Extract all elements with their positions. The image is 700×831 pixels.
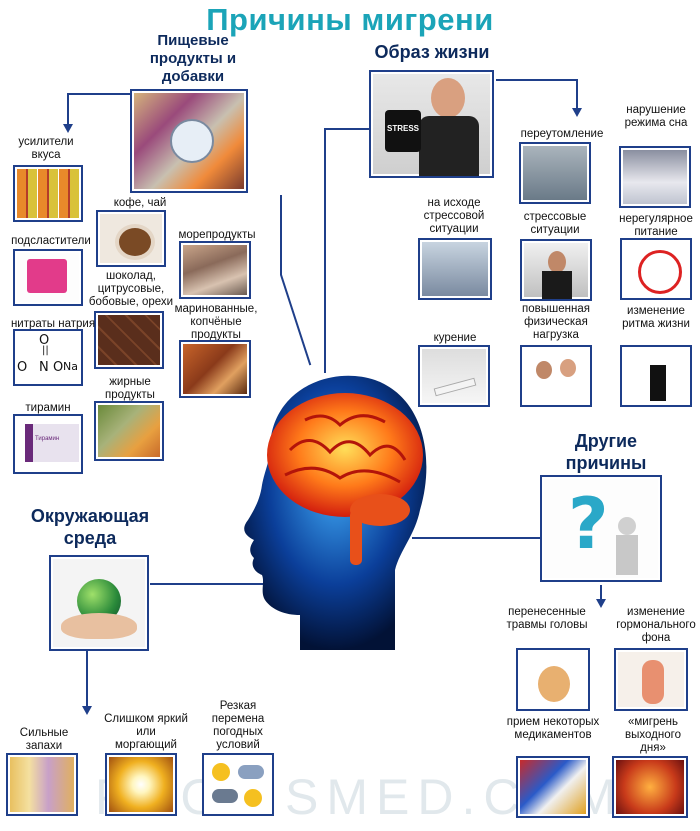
life-arrow-h <box>496 79 578 81</box>
food-fatty-label: жирные продукты <box>105 376 155 401</box>
food-heading: Пищевые продукты и добавки <box>149 32 237 85</box>
lifestyle-irregular-food-label: нерегулярное питание <box>619 213 693 238</box>
connector-food-2 <box>280 274 312 366</box>
food-collage-image <box>130 89 248 193</box>
other-hormones-image <box>614 648 688 711</box>
lifestyle-physical-label: повышенная физическая нагрузка <box>522 303 590 341</box>
brain-head-illustration <box>210 360 450 650</box>
food-seafood-image <box>179 241 251 299</box>
food-marinated-image <box>179 340 251 398</box>
lifestyle-irregular-food-image <box>620 238 692 300</box>
food-coffee-label: кофе, чай <box>113 197 167 209</box>
mug-stress-text: STRESS <box>386 124 419 133</box>
lifestyle-stress-label: стрессовые ситуации <box>523 211 587 236</box>
nitrate-formula: O || O N O Na <box>17 333 78 375</box>
other-weekend-label: «мигрень выходного дня» <box>625 716 681 754</box>
food-arrow-line-h <box>67 93 130 95</box>
lifestyle-smoking-image <box>418 345 490 407</box>
other-heading: Другие причины <box>565 431 647 473</box>
food-flavor-label: усилители вкуса <box>18 136 74 161</box>
food-seafood-label: морепродукты <box>178 229 256 241</box>
env-arrow-v <box>86 650 88 708</box>
environment-smells-image <box>6 753 78 816</box>
page-title: Причины мигрени <box>206 2 494 37</box>
lifestyle-overwork-label: переутомление <box>520 128 604 140</box>
environment-weather-image <box>202 753 274 816</box>
environment-heading: Окружающая среда <box>30 506 150 548</box>
food-arrow-line-v <box>67 93 69 125</box>
food-fatty-image <box>94 401 164 461</box>
connector-food <box>280 195 282 275</box>
lifestyle-rhythm-label: изменение ритма жизни <box>622 305 690 330</box>
food-tyramine-label: тирамин <box>25 402 71 414</box>
life-arrow-head <box>572 108 582 117</box>
env-arrow-head <box>82 706 92 715</box>
lifestyle-after-stress-label: на исходе стрессовой ситуации <box>423 197 485 235</box>
other-arrow-head <box>596 599 606 608</box>
food-nitrates-label: нитраты натрия <box>10 318 96 330</box>
lifestyle-smoking-label: курение <box>433 332 477 344</box>
other-question-image: ? <box>540 475 662 582</box>
food-chocolate-label: шоколад, цитрусовые, бобовые, орехи <box>88 270 174 308</box>
environment-smells-label: Сильные запахи <box>19 727 69 752</box>
lifestyle-after-stress-image <box>418 238 492 300</box>
food-sweeteners-image <box>13 249 83 306</box>
food-flavor-image <box>13 165 83 222</box>
lifestyle-overwork-image <box>519 142 591 204</box>
food-coffee-image <box>96 210 166 267</box>
food-sweeteners-label: подсластители <box>11 235 91 247</box>
other-hormones-label: изменение гормонального фона <box>616 606 696 644</box>
food-tyramine-image: Тирамин <box>13 414 83 474</box>
food-nitrates-image: O || O N O Na <box>13 329 83 386</box>
lifestyle-physical-image <box>520 345 592 407</box>
other-weekend-image <box>612 756 688 818</box>
life-arrow-v <box>576 79 578 109</box>
lifestyle-stress-image: STRESS <box>369 70 494 178</box>
lifestyle-stress-situations-image <box>520 239 592 301</box>
environment-globe-image <box>49 555 149 651</box>
connector-env <box>150 583 280 585</box>
connector-lifestyle-h <box>324 128 370 130</box>
food-arrow-head <box>63 124 73 133</box>
lifestyle-sleep-label: нарушение режима сна <box>624 104 688 129</box>
lifestyle-rhythm-image <box>620 345 692 407</box>
other-trauma-image <box>516 648 590 711</box>
connector-other <box>412 537 540 539</box>
environment-light-image <box>105 753 177 816</box>
lifestyle-sleep-image <box>619 146 691 208</box>
tyramine-pack-text: Тирамин <box>35 436 60 442</box>
other-trauma-label: перенесенные травмы головы <box>506 606 588 631</box>
other-drugs-image <box>516 756 590 818</box>
environment-weather-label: Резкая перемена погодных условий <box>211 700 265 751</box>
other-drugs-label: прием некоторых медикаментов <box>506 716 600 741</box>
food-marinated-label: маринованные, копчёные продукты <box>174 303 258 341</box>
other-arrow-v <box>600 585 602 600</box>
connector-lifestyle <box>324 128 326 373</box>
food-chocolate-image <box>94 311 164 369</box>
lifestyle-heading: Образ жизни <box>374 42 490 62</box>
